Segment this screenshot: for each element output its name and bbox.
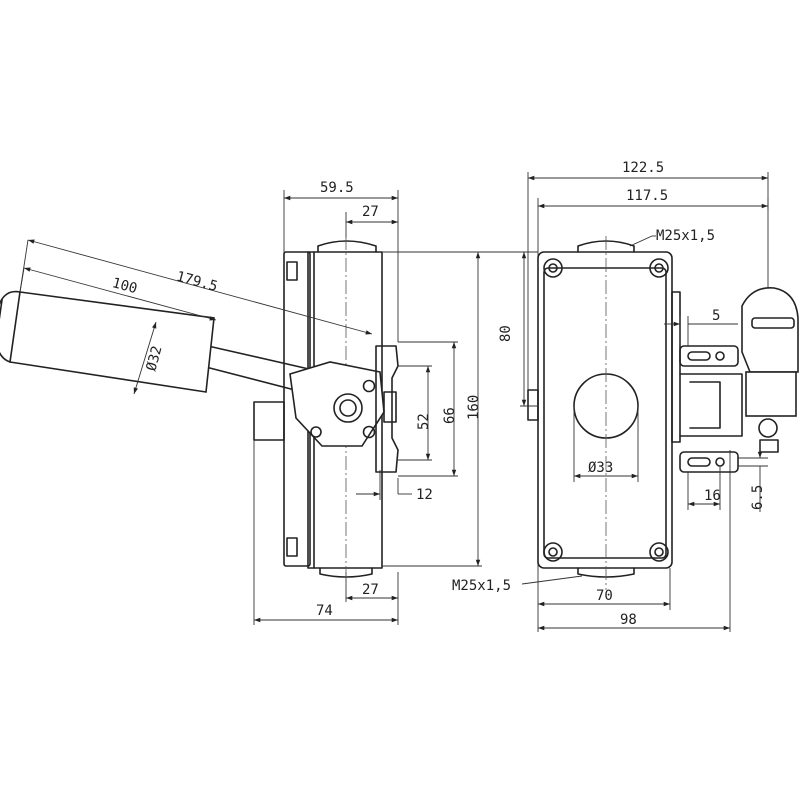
- dim-d32: Ø32: [144, 344, 166, 373]
- side-view: 59.5 27 27 74 12 179.5 100 Ø32 52 66 160: [0, 180, 482, 625]
- dim-122-5: 122.5: [622, 160, 664, 176]
- dim-5: 5: [712, 308, 720, 324]
- dim-117-5: 117.5: [626, 188, 668, 204]
- dim-thread-bottom: M25x1,5: [452, 578, 511, 594]
- dim-d33: Ø33: [588, 460, 613, 476]
- front-view: 122.5 117.5 M25x1,5 M25x1,5 80 Ø33 5 16 …: [452, 160, 799, 632]
- dim-98: 98: [620, 612, 637, 628]
- dim-27-bottom: 27: [362, 582, 379, 598]
- dim-16: 16: [704, 488, 721, 504]
- dim-66: 66: [442, 407, 458, 424]
- dim-52: 52: [416, 413, 432, 430]
- corner-screws: [543, 258, 669, 562]
- dim-59-5: 59.5: [320, 180, 354, 196]
- dim-160: 160: [466, 395, 482, 420]
- dim-thread-top: M25x1,5: [656, 228, 715, 244]
- dim-80: 80: [498, 325, 514, 342]
- dim-6-5: 6.5: [750, 485, 766, 510]
- dim-100: 100: [110, 275, 139, 297]
- dim-70: 70: [596, 588, 613, 604]
- dim-74: 74: [316, 603, 333, 619]
- center-hole: [573, 373, 639, 439]
- dim-179-5: 179.5: [174, 269, 219, 295]
- dim-12: 12: [416, 487, 433, 503]
- dim-27-top: 27: [362, 204, 379, 220]
